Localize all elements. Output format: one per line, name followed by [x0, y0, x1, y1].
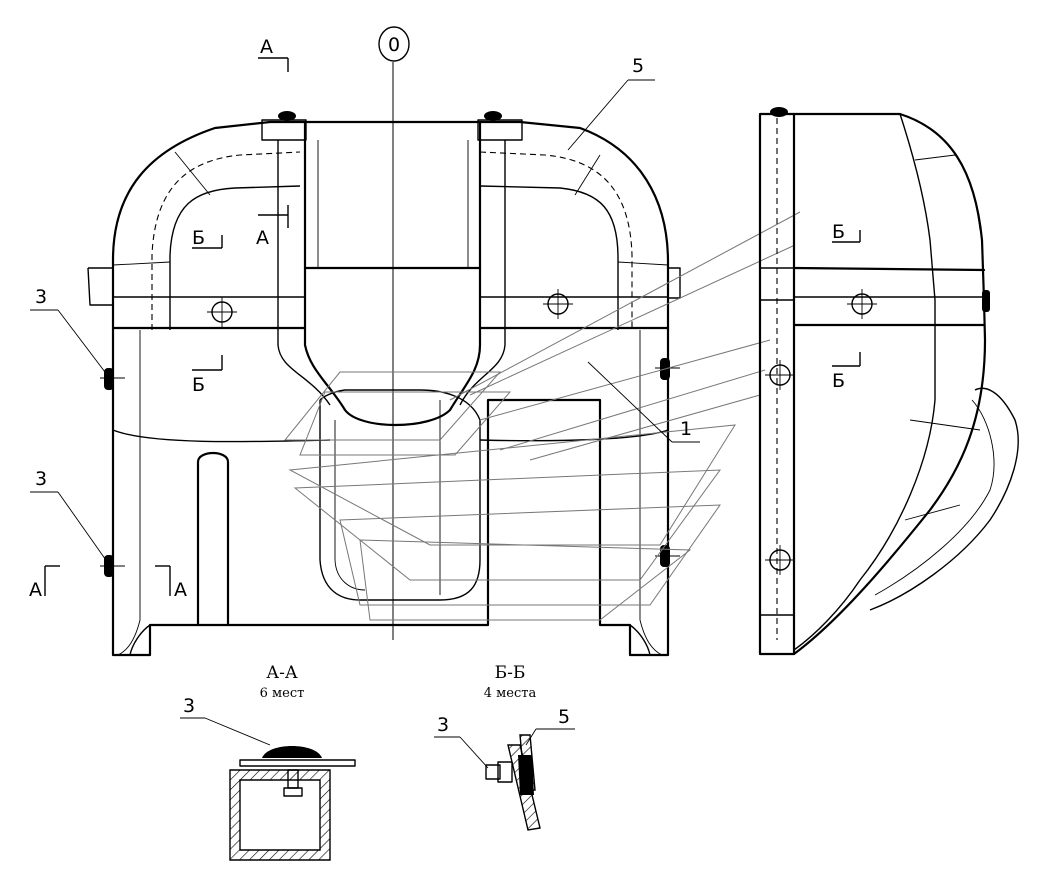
svg-text:Б: Б	[832, 370, 845, 392]
svg-text:А: А	[174, 579, 187, 601]
section-mark-b-front-upper: Б	[192, 227, 223, 249]
section-b-b-callout-right: 5	[558, 706, 570, 728]
centre-mark-left	[207, 297, 237, 327]
side-centre-mark-1	[847, 289, 877, 319]
section-mark-a-left: А	[29, 565, 60, 601]
side-centre-mark-3	[765, 545, 795, 575]
side-view	[758, 107, 1019, 656]
axis-marker-label: 0	[388, 34, 400, 56]
section-mark-a-top: А	[258, 36, 289, 72]
callout-part-1: 1	[587, 361, 700, 443]
callout-part-3-upper: 3	[30, 286, 109, 377]
callout-part-3-lower: 3	[30, 468, 109, 564]
background-logo	[283, 211, 801, 621]
section-mark-b-side-lower: Б	[832, 352, 861, 392]
section-a-a-count: 6 мест	[260, 686, 305, 701]
svg-text:Б: Б	[192, 227, 205, 249]
section-mark-a-right: А	[155, 565, 187, 601]
section-a-a-callout: 3	[183, 695, 195, 717]
section-b-b-callout-left: 3	[437, 714, 449, 736]
svg-text:Б: Б	[192, 374, 205, 396]
section-mark-a-mid: А	[256, 205, 289, 249]
axis-marker: 0	[378, 26, 410, 62]
svg-text:Б: Б	[832, 221, 845, 243]
section-a-a-title: А-А	[266, 663, 298, 683]
section-a-a: А-А 6 мест 3	[180, 663, 356, 861]
svg-text:А: А	[29, 579, 42, 601]
svg-text:3: 3	[35, 286, 47, 308]
svg-text:3: 3	[35, 468, 47, 490]
front-view	[87, 62, 801, 657]
svg-text:А: А	[260, 36, 273, 58]
section-mark-b-side-upper: Б	[832, 221, 861, 243]
svg-text:1: 1	[680, 418, 692, 440]
svg-text:А: А	[256, 227, 269, 249]
side-centre-mark-2	[765, 360, 795, 390]
section-b-b: Б-Б 4 места 3 5	[434, 663, 575, 831]
svg-text:5: 5	[632, 55, 644, 77]
section-b-b-count: 4 места	[484, 686, 537, 701]
section-mark-b-front-lower: Б	[192, 355, 223, 396]
section-b-b-title: Б-Б	[495, 663, 526, 683]
callout-part-5: 5	[567, 55, 655, 151]
centre-mark-right	[543, 289, 573, 319]
